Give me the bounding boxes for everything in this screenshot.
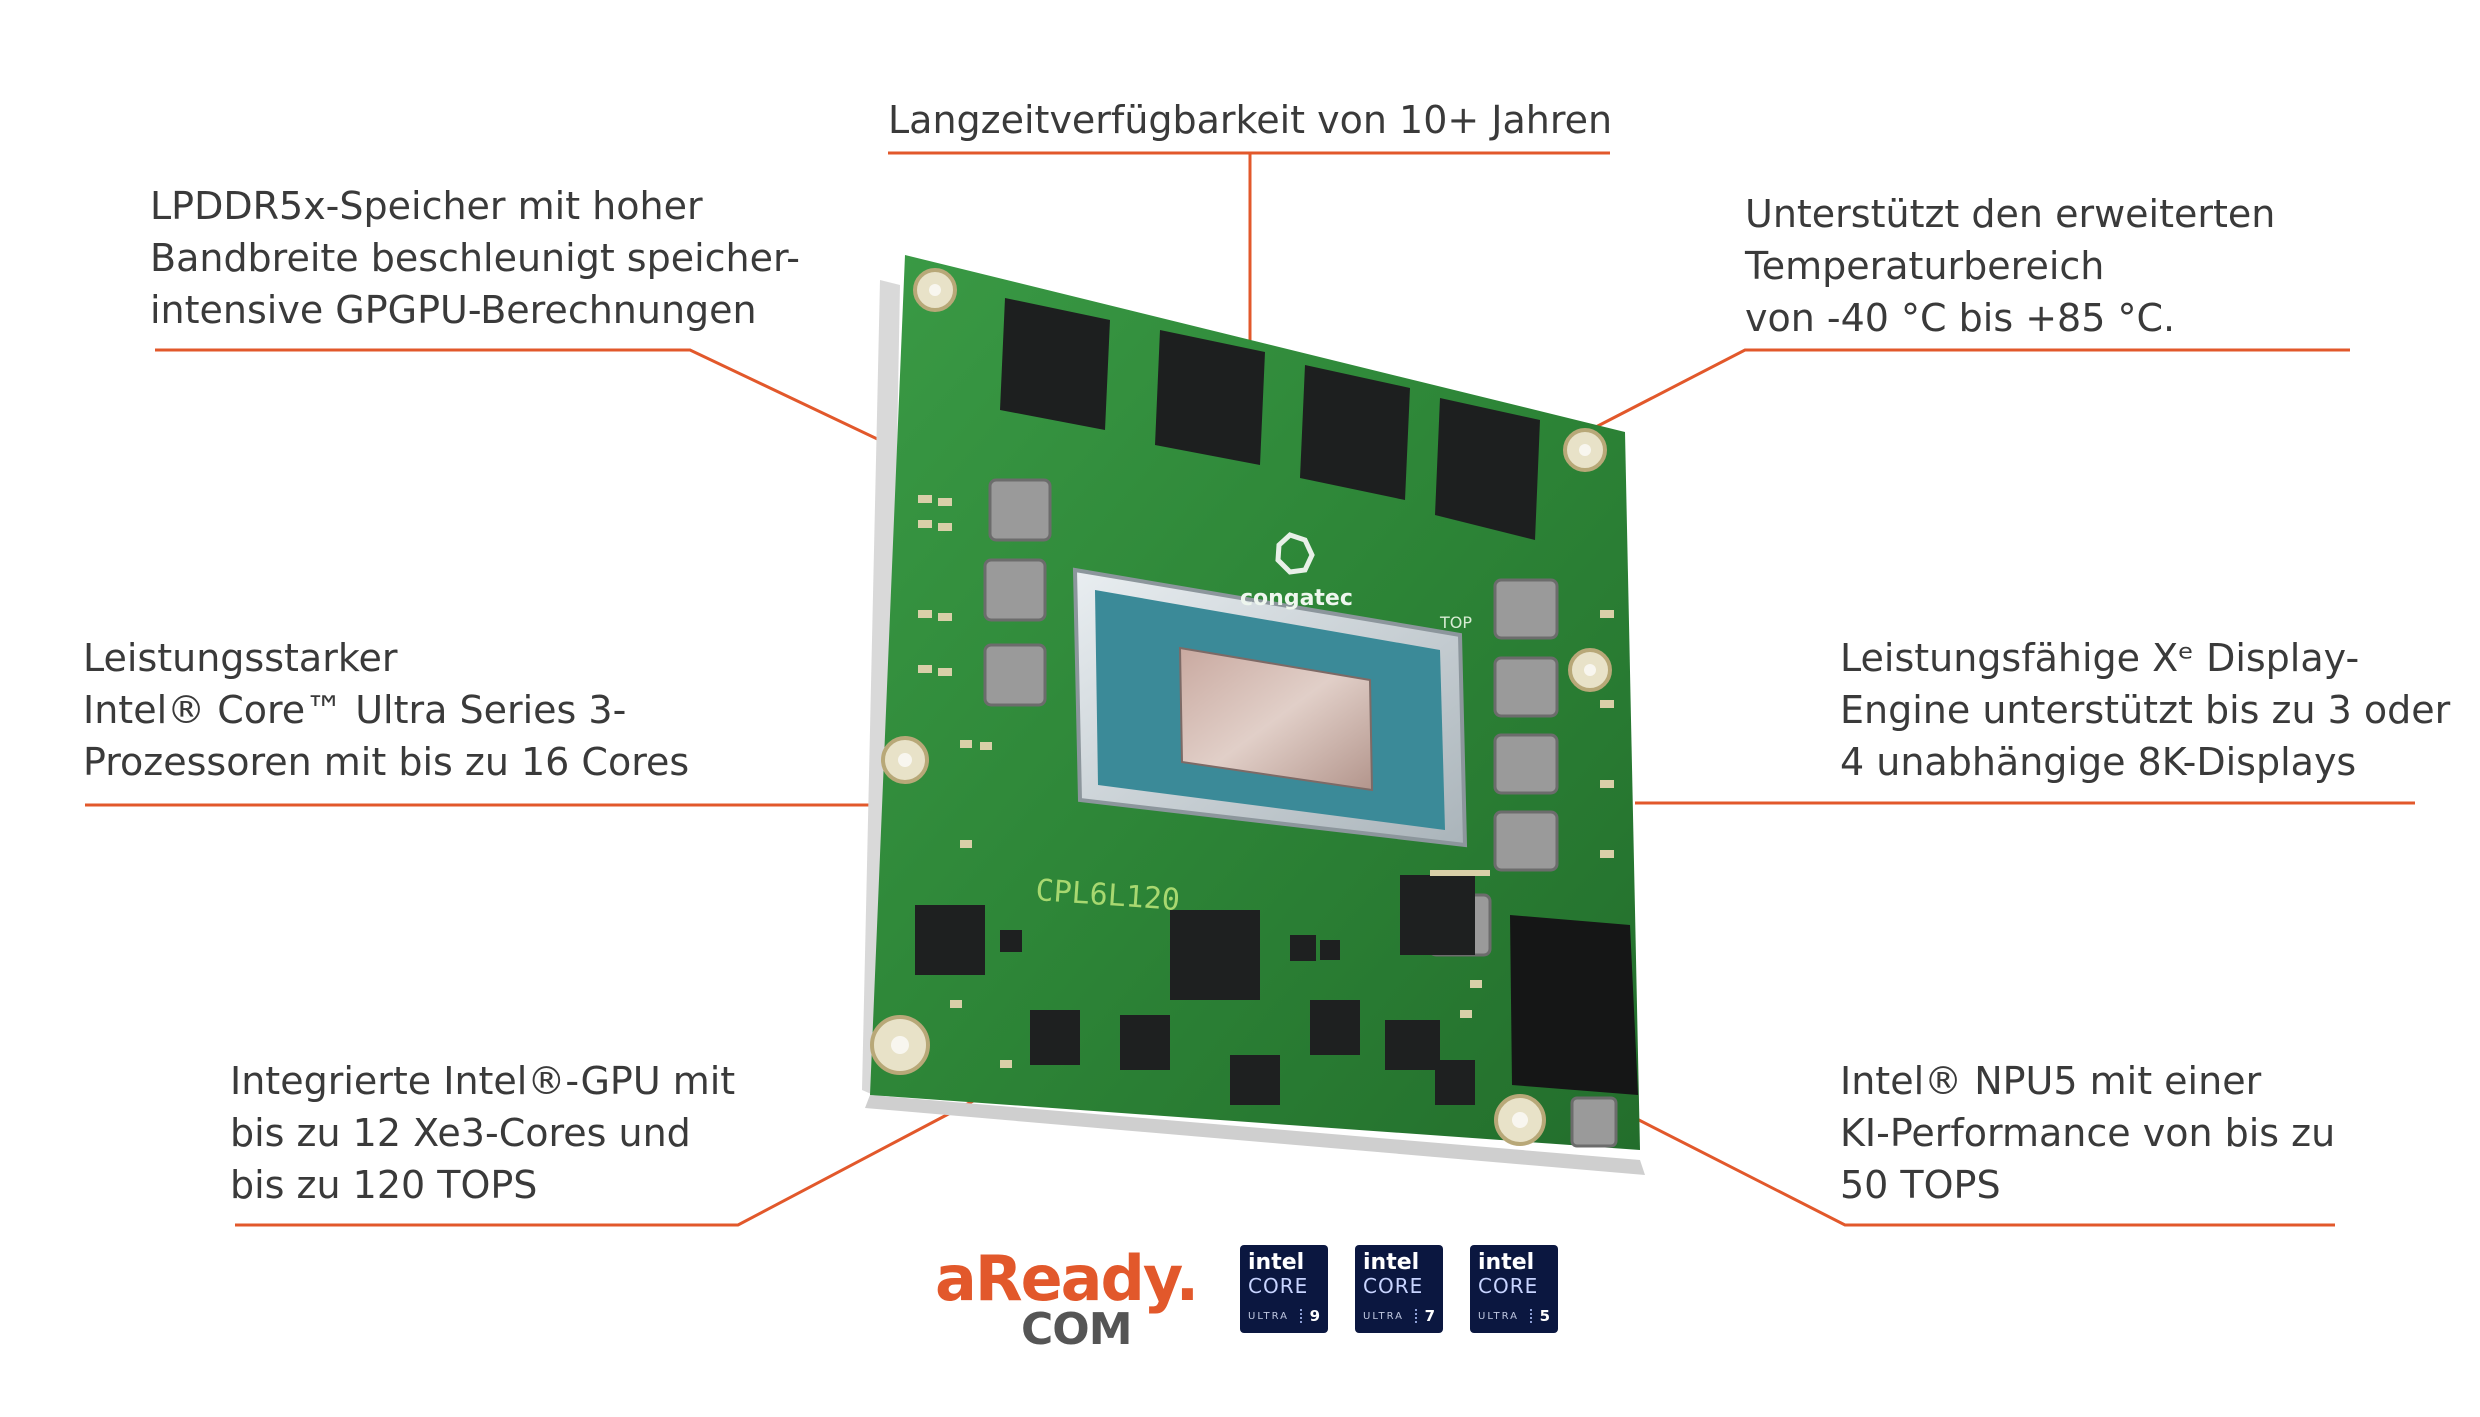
badge-tier: 9 — [1309, 1307, 1320, 1325]
mounting-holes — [870, 268, 1612, 1146]
passives — [918, 495, 1614, 1068]
badge-tier: 7 — [1424, 1307, 1435, 1325]
badge-ultra: ULTRA — [1478, 1311, 1520, 1322]
intel-core-ultra-9-badge: intel CORE ULTRA 9 — [1240, 1245, 1328, 1333]
badge-ultra: ULTRA — [1248, 1311, 1290, 1322]
board-brand: congatec — [1240, 586, 1353, 611]
callout-temperature: Unterstützt den erweiterten Temperaturbe… — [1745, 188, 2275, 344]
badge-dots — [1415, 1309, 1421, 1323]
top-left-leader — [155, 348, 891, 447]
callout-line: KI-Performance von bis zu — [1840, 1111, 2336, 1155]
processor — [1072, 567, 1468, 848]
callout-line: Engine unterstützt bis zu 3 oder — [1840, 688, 2451, 732]
badge-intel: intel — [1478, 1250, 1535, 1275]
connector-block — [1510, 915, 1638, 1095]
board-edge-bottom — [865, 1095, 1645, 1175]
callout-line: Intel® NPU5 mit einer — [1840, 1059, 2262, 1103]
callout-line: 4 unabhängige 8K-Displays — [1840, 740, 2357, 784]
callout-line: bis zu 120 TOPS — [230, 1163, 538, 1207]
callout-line: Temperaturbereich — [1745, 244, 2105, 288]
board-edge — [862, 280, 900, 1100]
callout-line: Prozessoren mit bis zu 16 Cores — [83, 740, 690, 784]
callout-display: Leistungsfähige Xᵉ Display- Engine unter… — [1840, 632, 2450, 788]
bottom-left-leader — [235, 1098, 976, 1227]
callout-line: Leistungsstarker — [83, 636, 398, 680]
bottom-right-leader — [1634, 1116, 2335, 1227]
callout-line: Unterstützt den erweiterten — [1745, 192, 2276, 236]
callout-line: Langzeitverfügbarkeit von 10+ Jahren — [888, 98, 1613, 142]
memory-chips — [1000, 298, 1540, 540]
callout-line: Integrierte Intel®-GPU mit — [230, 1059, 736, 1103]
callout-line: 50 TOPS — [1840, 1163, 2001, 1207]
badge-tier: 5 — [1539, 1307, 1550, 1325]
callout-processor: Leistungsstarker Intel® Core™ Ultra Seri… — [83, 632, 689, 788]
badge-ultra: ULTRA — [1363, 1311, 1405, 1322]
callout-gpu: Integrierte Intel®-GPU mit bis zu 12 Xe3… — [230, 1055, 735, 1211]
aready-logo-sub: COM — [1021, 1304, 1132, 1355]
callout-line: von -40 °C bis +85 °C. — [1745, 296, 2176, 340]
callout-npu: Intel® NPU5 mit einer KI-Performance von… — [1840, 1055, 2335, 1211]
intel-core-ultra-7-badge: intel CORE ULTRA 7 — [1355, 1245, 1443, 1333]
callout-line: Intel® Core™ Ultra Series 3- — [83, 688, 627, 732]
ic-chips — [915, 875, 1475, 1105]
callout-line: LPDDR5x-Speicher mit hoher — [150, 184, 703, 228]
badge-dots — [1530, 1309, 1536, 1323]
callout-line: intensive GPGPU-Berechnungen — [150, 288, 757, 332]
intel-core-ultra-5-badge: intel CORE ULTRA 5 — [1470, 1245, 1558, 1333]
badge-core: CORE — [1363, 1274, 1424, 1298]
callout-longevity: Langzeitverfügbarkeit von 10+ Jahren — [888, 94, 1612, 146]
callout-line: bis zu 12 Xe3-Cores und — [230, 1111, 691, 1155]
inductors-left — [983, 478, 1052, 707]
badge-core: CORE — [1478, 1274, 1539, 1298]
board-side-label: TOP — [1439, 613, 1472, 632]
callout-memory: LPDDR5x-Speicher mit hoher Bandbreite be… — [150, 180, 800, 336]
aready-logo-text: aReady. — [935, 1242, 1199, 1315]
callout-line: Leistungsfähige Xᵉ Display- — [1840, 636, 2360, 680]
congatec-logo: congatec TOP — [1240, 532, 1472, 632]
top-right-leader — [1589, 348, 2350, 432]
aready-com-logo: aReady. COM — [935, 1242, 1199, 1356]
badge-intel: intel — [1248, 1250, 1305, 1275]
callout-line: Bandbreite beschleunigt speicher- — [150, 236, 800, 280]
badge-core: CORE — [1248, 1274, 1309, 1298]
badge-intel: intel — [1363, 1250, 1420, 1275]
badge-dots — [1300, 1309, 1306, 1323]
